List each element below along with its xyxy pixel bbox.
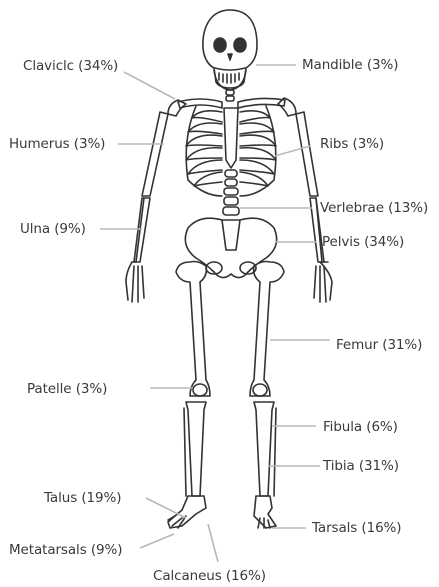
- right-shoulder: [278, 98, 296, 116]
- label-patelle: Patelle (3%): [27, 381, 107, 397]
- leader-line-calcaneus: [208, 524, 218, 562]
- leader-line-talus: [146, 498, 186, 518]
- lumbar-spine: [223, 170, 239, 215]
- cervical-vertebra: [226, 90, 234, 95]
- label-femur: Femur (31%): [336, 337, 422, 353]
- pelvis: [185, 218, 276, 277]
- left-shoulder: [168, 100, 186, 116]
- label-calcaneus: Calcaneus (16%): [153, 568, 266, 584]
- label-talus: Talus (19%): [44, 490, 121, 506]
- mandible: [214, 70, 246, 90]
- leader-lines: [100, 65, 330, 562]
- label-ribs: Ribs (3%): [320, 136, 384, 152]
- left-patella: [193, 384, 207, 396]
- label-tarsals: Tarsals (16%): [312, 520, 401, 536]
- left-lower-leg: [184, 402, 206, 496]
- right-patella: [253, 384, 267, 396]
- ribcage: [186, 106, 276, 196]
- label-vertebrae: Verlebrae (13%): [320, 200, 428, 216]
- label-humerus: Humerus (3%): [9, 136, 105, 152]
- right-lower-leg: [254, 402, 276, 496]
- leader-line-metatarsals: [140, 534, 174, 548]
- label-metatarsals: Metatarsals (9%): [9, 542, 122, 558]
- label-tibia: Tibia (31%): [323, 458, 399, 474]
- leader-line-clavicle: [124, 72, 175, 99]
- label-clavicle: Claviclc (34%): [23, 58, 118, 74]
- left-femur: [176, 262, 210, 397]
- label-mandible: Mandible (3%): [302, 57, 398, 73]
- left-arm: [126, 112, 168, 302]
- right-femur: [250, 262, 284, 397]
- right-foot: [254, 496, 276, 528]
- label-fibula: Fibula (6%): [323, 419, 398, 435]
- cervical-vertebra: [226, 96, 234, 101]
- skull: [203, 10, 257, 88]
- label-pelvis: Pelvis (34%): [322, 234, 404, 250]
- label-ulna: Ulna (9%): [20, 221, 86, 237]
- leader-line-ribs: [275, 146, 310, 156]
